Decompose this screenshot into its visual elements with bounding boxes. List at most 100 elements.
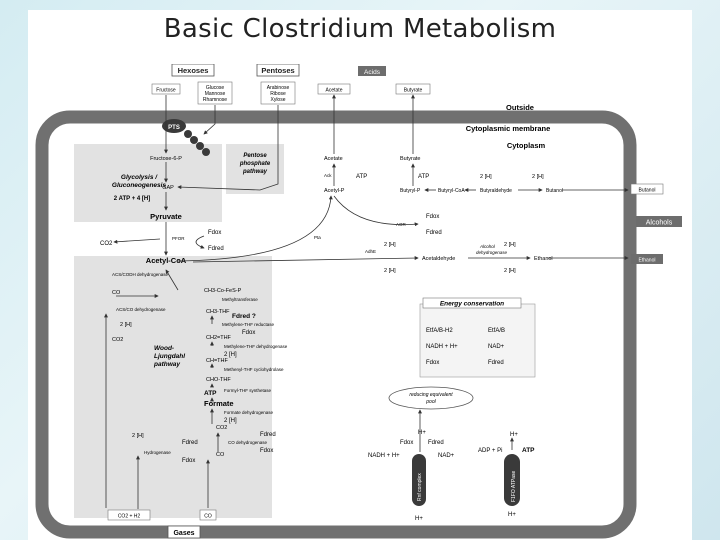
hplus-label-3: H+ (415, 516, 423, 522)
ack-label: Ack (324, 173, 332, 178)
pentose-pathway-label-3: pathway (242, 169, 268, 175)
pentose-box (226, 144, 284, 194)
adhe-label: AdhE (365, 249, 376, 254)
co-external-box: CO (199, 509, 217, 521)
slide-title: Basic Clostridium Metabolism (163, 14, 557, 44)
pathway-arrows (104, 94, 629, 509)
alcohol-dh-label-2: dehydrogenase (476, 250, 508, 255)
cho-thf-label: CHO-THF (206, 377, 231, 383)
atp-label-2: ATP (418, 174, 429, 180)
wood-ljungdahl-box (74, 256, 272, 518)
hexoses-header: Hexoses (171, 64, 215, 77)
two-h-label-6: 2 [H] (504, 268, 516, 274)
energy-box (419, 303, 536, 378)
fdox-label-2: Fdox (426, 214, 439, 220)
butanol-external-label: Butanol (639, 188, 656, 194)
atp-label-4: ATP (522, 447, 535, 454)
etfab-h2-label: EtfA/B-H2 (426, 328, 453, 334)
pta-label: Pta (314, 235, 321, 240)
hplus-label-4: H+ (508, 512, 516, 518)
co-dh-label: CO dehydrogenase (228, 440, 268, 445)
acetate-external-box: Acetate (317, 83, 351, 95)
nad-label: NAD+ (488, 344, 505, 350)
two-h-label-3: 2 [H] (384, 242, 396, 248)
ribose-label: Ribose (270, 91, 286, 97)
pentoses-label: Pentoses (261, 66, 294, 75)
xylose-label: Xylose (270, 97, 285, 103)
co-internal-label: CO (112, 290, 121, 296)
methenyl-label: Methenyl-THF cyclohydrolase (224, 367, 284, 372)
mannose-label: Mannose (205, 91, 226, 97)
cytoplasmic-membrane (35, 110, 637, 539)
pyruvate-label: Pyruvate (150, 212, 182, 221)
reducing-pool (388, 386, 474, 410)
butyryl-p-label: Butyryl-P (400, 188, 421, 194)
nadh-label-2: NADH + H+ (368, 453, 400, 459)
formyl-synth-label: Formyl-THF synthetase (224, 388, 272, 393)
fructose-box: Fructose (151, 83, 181, 95)
rnf-label: Rnf complex (417, 473, 423, 501)
fructose-6p-label: Fructose-6-P (150, 156, 182, 162)
etfab-label: EtfA/B (488, 328, 505, 334)
cytoplasm-label: Cytoplasm (507, 141, 546, 150)
hplus-label-1: H+ (418, 430, 426, 436)
two-h-label-5: 2 [H] (504, 242, 516, 248)
atp-label-3: ATP (204, 390, 217, 397)
co-b-label: CO (216, 452, 225, 458)
fdox-label-5: Fdox (182, 458, 195, 464)
alcohols-label: Alcohols (646, 220, 673, 227)
wood-label-2: Ljungdahl (154, 353, 185, 360)
energy-title-box (422, 297, 522, 309)
pts-label: PTS (168, 125, 180, 131)
co2-internal-label: CO2 (112, 337, 123, 343)
hydrogenase-label: Hydrogenase (144, 450, 171, 455)
acetyl-coa-label: Acetyl-CoA (146, 256, 187, 265)
rhamnose-label: Rhamnose (203, 97, 227, 103)
fdox-label-7: Fdox (400, 440, 413, 446)
atp-yield-label: 2 ATP + 4 [H] (114, 196, 150, 202)
gases-label: Gases (173, 530, 194, 537)
butyryl-coa-label: Butyryl-CoA (438, 188, 465, 194)
two-h-label-4: 2 [H] (384, 268, 396, 274)
butyraldehyde-label: Butyraldehyde (480, 188, 512, 194)
glycolysis-label-2: Gluconeogenesis (112, 182, 167, 189)
fdred-label-3: Fdred (182, 440, 198, 446)
butanol-external-box: Butanol (630, 183, 664, 195)
metabolism-diagram: Hexoses Pentoses Acids Fructose Glucose … (35, 64, 682, 539)
acids-label: Acids (364, 69, 381, 76)
two-h-label-1: 2 [H] (480, 174, 492, 180)
membrane-label: Cytoplasmic membrane (466, 124, 551, 133)
glucose-box: Glucose Mannose Rhamnose (197, 81, 233, 105)
acs-codh2-label: ACS/CO dehydrogenase (116, 307, 166, 312)
pentoses-header: Pentoses (256, 64, 300, 77)
fdox-label-4: Fdox (260, 448, 273, 454)
co2-h2-label: CO2 + H2 (118, 514, 141, 520)
atp-label-1: ATP (356, 174, 367, 180)
acetaldehyde-label: Acetaldehyde (422, 256, 455, 262)
ethanol-external-box: Ethanol (631, 254, 663, 264)
co2-label: CO2 (100, 241, 113, 247)
two-h-e-label: 2 [H] (132, 433, 144, 439)
reducing-pool-label-1: reducing equivalent (409, 392, 453, 398)
fructose-label: Fructose (156, 88, 176, 94)
butanol-label: Butanol (546, 188, 563, 194)
co-external-label: CO (204, 514, 212, 520)
glucose-label: Glucose (206, 85, 225, 91)
butyrate-internal-label: Butyrate (400, 156, 420, 162)
alcohols-header: Alcohols (636, 216, 682, 227)
pentose-pathway-label-1: Pentose (243, 153, 267, 159)
glycolysis-label-1: Glycolysis / (121, 174, 158, 181)
acetate-external-label: Acetate (326, 88, 343, 94)
adp-pi-label: ADP + Pi (478, 448, 502, 454)
fdox-label-3: Fdox (242, 330, 255, 336)
outside-label: Outside (506, 103, 534, 112)
two-h-label-2: 2 [H] (532, 174, 544, 180)
hplus-label-2: H+ (510, 432, 518, 438)
rnf-complex: Rnf complex (412, 454, 426, 506)
nadh-label: NADH + H+ (426, 344, 458, 350)
gap-label: GAP (162, 185, 174, 191)
pentose-pathway-label-2: phosphate (239, 161, 271, 167)
fdred-label-6: Fdred (428, 440, 444, 446)
fdox-label-6: Fdox (426, 360, 439, 366)
methylene-reductase-label: Methylene-THF reductase (222, 322, 275, 327)
